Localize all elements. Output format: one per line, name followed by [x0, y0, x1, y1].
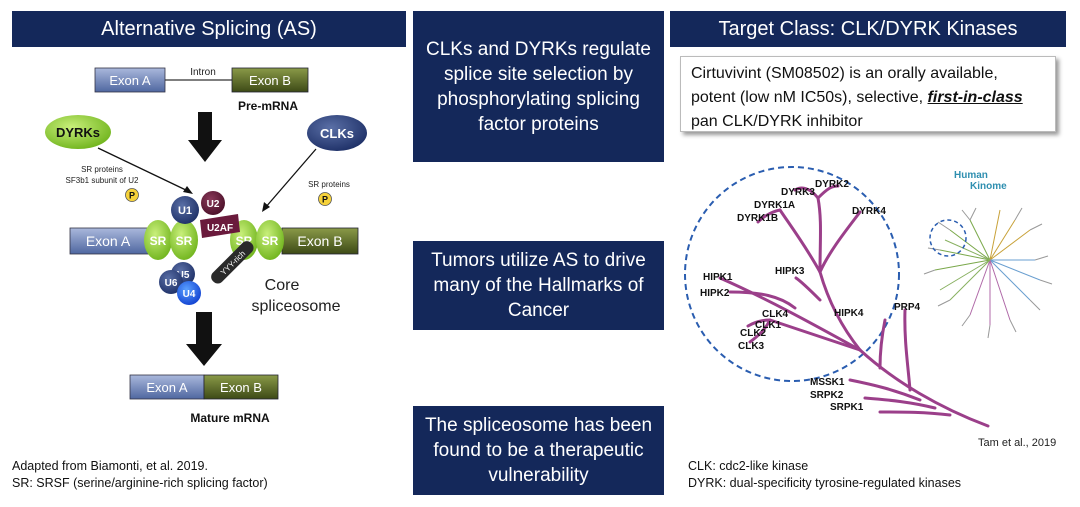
mature-exon-a [129, 374, 205, 400]
complex-exon-b [281, 227, 359, 255]
footnote-right-1: CLK: cdc2-like kinase [688, 459, 809, 473]
u6-snrnp [159, 270, 183, 294]
drug-description: Cirtuvivint (SM08502) is an orally avail… [680, 56, 1056, 132]
label-hipk3: HIPK3 [775, 266, 805, 277]
label-clk2: CLK2 [740, 328, 767, 339]
kinome-tree: DYRK2 DYRK3 DYRK1A DYRK1B DYRK4 HIPK3 HI… [684, 166, 1056, 449]
description-emphasis: first-in-class [927, 89, 1023, 106]
complex-exon-a [69, 227, 159, 255]
inset-title-kinome: Kinome [970, 181, 1007, 192]
core-label-2: spliceosome [252, 298, 341, 315]
footnote-left: Adapted from Biamonti, et al. 2019. SR: … [12, 458, 268, 492]
label-srpk2: SRPK2 [810, 390, 844, 401]
label-dyrk1b: DYRK1B [737, 213, 778, 224]
footnote-right: CLK: cdc2-like kinase DYRK: dual-specifi… [688, 458, 961, 492]
complex-exon-b-label: Exon B [297, 233, 342, 249]
center-box-regulation-text: CLKs and DYRKs regulate splice site sele… [426, 38, 651, 135]
u4-label: U4 [183, 289, 196, 300]
center-box-spliceosome: The spliceosome has been found to be a t… [413, 406, 664, 495]
sr-1-label: SR [150, 234, 167, 248]
sr-protein-4 [256, 220, 284, 260]
phospho-left-label: P [129, 191, 135, 201]
u2af-label: U2AF [207, 223, 233, 234]
footnote-left-1: Adapted from Biamonti, et al. 2019. [12, 459, 208, 473]
pre-exon-b [231, 67, 309, 93]
center-box-regulation: CLKs and DYRKs regulate splice site sele… [413, 11, 664, 162]
right-header: Target Class: CLK/DYRK Kinases [670, 11, 1066, 47]
dyrk-arrowhead-icon [183, 186, 193, 194]
description-part2: pan CLK/DYRK inhibitor [691, 113, 863, 130]
label-clk1: CLK1 [755, 320, 782, 331]
u1-label: U1 [178, 205, 192, 217]
dyrks-label: DYRKs [56, 125, 100, 140]
label-clk3: CLK3 [738, 341, 765, 352]
dyrk-targets-label-2: SF3b1 subunit of U2 [66, 176, 139, 185]
pre-exon-a-label: Exon A [109, 73, 151, 88]
label-hipk2: HIPK2 [700, 288, 730, 299]
yyy-rich-tract [211, 241, 254, 284]
splicing-diagram: Exon A Intron Exon B Pre-mRNA DYRKs CLKs… [45, 67, 367, 425]
left-header-text: Alternative Splicing (AS) [101, 17, 317, 40]
label-dyrk3: DYRK3 [781, 187, 815, 198]
label-hipk1: HIPK1 [703, 272, 733, 283]
footnote-right-2: DYRK: dual-specificity tyrosine-regulate… [688, 476, 962, 490]
kinome-inset: Human Kinome [923, 170, 1053, 339]
sr-protein-1 [144, 220, 172, 260]
inset-branches [923, 207, 1053, 339]
u2af-factor [200, 214, 240, 238]
u2-label: U2 [207, 199, 220, 210]
mature-mrna-label: Mature mRNA [190, 411, 270, 425]
u6-label: U6 [165, 278, 178, 289]
dyrk-arrow [97, 147, 191, 193]
label-hipk4: HIPK4 [834, 308, 864, 319]
sr-4-label: SR [262, 234, 279, 248]
center-box-tumors: Tumors utilize AS to drive many of the H… [413, 241, 664, 330]
footnote-left-2: SR: SRSF (serine/arginine-rich splicing … [12, 476, 268, 490]
mature-exon-b [203, 374, 279, 400]
clks-label: CLKs [320, 126, 354, 141]
u1-snrnp [171, 196, 199, 224]
core-label-1: Core [265, 277, 300, 294]
right-header-text: Target Class: CLK/DYRK Kinases [718, 17, 1018, 40]
u4-snrnp [177, 281, 201, 305]
label-clk4: CLK4 [762, 309, 789, 320]
pre-exon-b-label: Exon B [249, 73, 291, 88]
label-mssk1: MSSK1 [810, 377, 845, 388]
description-part1: Cirtuvivint (SM08502) is an orally avail… [691, 65, 998, 106]
tree-branches [718, 184, 990, 428]
dyrks-ellipse [45, 115, 111, 149]
zoom-circle [684, 166, 900, 382]
label-prp4: PRP4 [894, 302, 921, 313]
pre-exon-a [94, 67, 166, 93]
phospho-right-label: P [322, 195, 328, 205]
center-box-spliceosome-text: The spliceosome has been found to be a t… [424, 415, 653, 486]
pre-mrna-label: Pre-mRNA [238, 99, 298, 113]
left-header: Alternative Splicing (AS) [12, 11, 406, 47]
label-dyrk1a: DYRK1A [754, 200, 795, 211]
mature-exon-b-label: Exon B [220, 380, 262, 395]
arrow-down-icon [188, 112, 222, 162]
clk-arrow [264, 148, 317, 209]
kinome-citation: Tam et al., 2019 [978, 437, 1056, 449]
clk-targets-label: SR proteins [308, 180, 350, 189]
label-dyrk2: DYRK2 [815, 179, 849, 190]
mature-exon-a-label: Exon A [146, 380, 188, 395]
clk-arrowhead-icon [262, 202, 270, 212]
clks-ellipse [307, 115, 367, 151]
phospho-badge-left [125, 188, 139, 202]
inset-title-human: Human [954, 170, 988, 181]
dyrk-targets-label-1: SR proteins [81, 165, 123, 174]
sr-protein-2 [170, 220, 198, 260]
inset-highlight-circle [929, 219, 967, 257]
arrow-down-icon-2 [186, 312, 222, 366]
u2-snrnp [201, 191, 225, 215]
complex-exon-a-label: Exon A [86, 233, 131, 249]
label-dyrk4: DYRK4 [852, 206, 886, 217]
sr-2-label: SR [176, 234, 193, 248]
label-srpk1: SRPK1 [830, 402, 864, 413]
center-box-tumors-text: Tumors utilize AS to drive many of the H… [431, 250, 646, 321]
phospho-badge-right [318, 192, 332, 206]
u5-label: U5 [177, 270, 190, 281]
intron-label: Intron [190, 67, 216, 78]
